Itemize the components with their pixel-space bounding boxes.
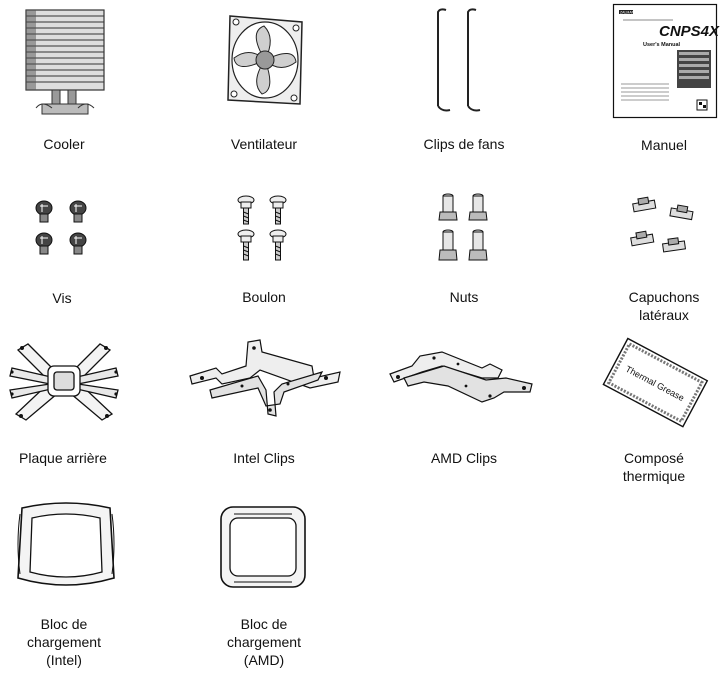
part-label: Intel Clips	[233, 450, 295, 466]
part-label: AMD Clips	[430, 450, 498, 466]
part-label-line1: Capuchons	[628, 289, 700, 305]
loading-frame-amd-icon	[218, 504, 308, 592]
part-label-line2: chargement	[227, 634, 301, 650]
loading-frame-intel-icon	[14, 500, 118, 596]
screw-icon	[30, 194, 94, 264]
fan-icon	[222, 12, 306, 108]
part-label: Clips de fans	[423, 136, 505, 152]
part-label-line1: Composé	[624, 450, 684, 466]
heatsink-tower-icon	[22, 8, 108, 118]
wire-clip-icon	[428, 6, 494, 118]
bolt-icon	[232, 192, 296, 266]
standoff-nut-icon	[434, 192, 494, 266]
part-label-line2: chargement	[27, 634, 101, 650]
part-label: Nuts	[449, 289, 479, 305]
part-label-line2: latéraux	[639, 307, 689, 323]
side-cap-icon	[626, 194, 708, 264]
part-label: Plaque arrière	[19, 450, 107, 466]
part-label-line1: Bloc de	[40, 616, 88, 632]
part-label: Manuel	[641, 137, 687, 153]
intel-bracket-icon	[186, 338, 344, 420]
amd-bracket-icon	[386, 344, 536, 408]
manual-subtitle: User's Manual	[643, 42, 681, 48]
part-label: Ventilateur	[230, 136, 298, 152]
manual-model: CNPS4X	[659, 23, 720, 40]
backplate-icon	[6, 336, 122, 424]
part-label-line1: Bloc de	[240, 616, 288, 632]
part-label: Cooler	[43, 136, 85, 152]
part-label-line3: (AMD)	[243, 652, 285, 668]
part-label-line2: thermique	[622, 468, 686, 484]
manual-brand: ZALMAN	[620, 11, 635, 15]
part-label-line3: (Intel)	[46, 652, 82, 668]
part-label: Boulon	[242, 289, 286, 305]
part-label: Vis	[52, 290, 72, 306]
thermal-grease-icon: Thermal Grease	[596, 336, 712, 430]
manual-booklet-icon: ZALMAN CNPS4X User's Manual	[612, 3, 720, 119]
